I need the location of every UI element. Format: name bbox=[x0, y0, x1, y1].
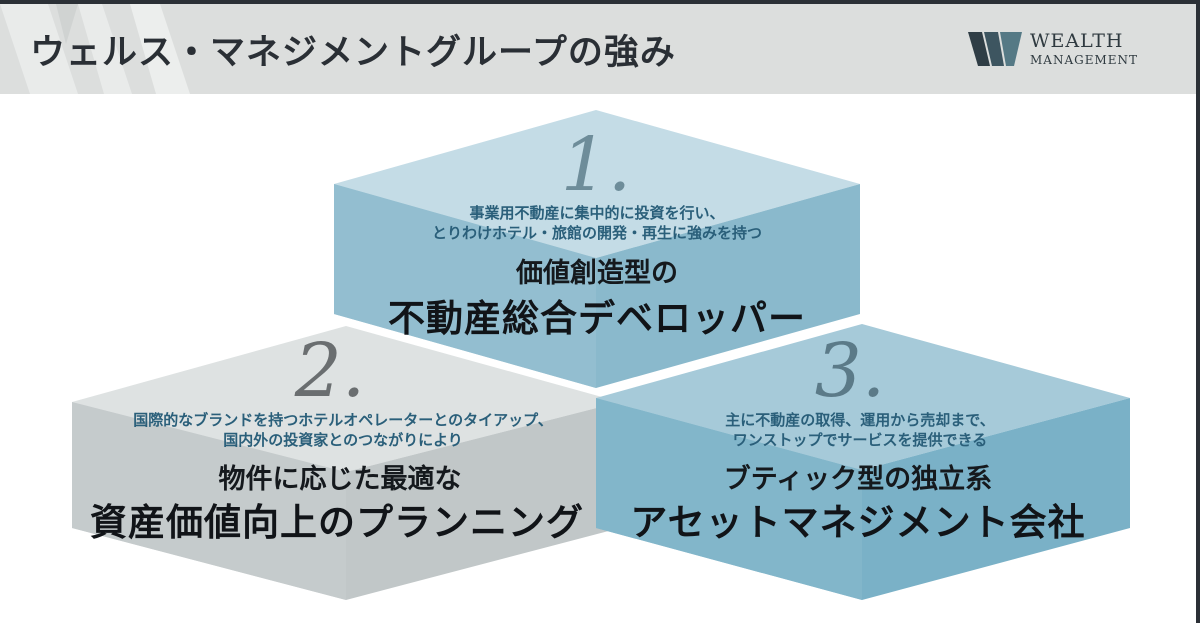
logo-text-management: MANAGEMENT bbox=[1030, 53, 1139, 67]
strength-1-desc-line2: とりわけホテル・旅館の開発・再生に強みを持つ bbox=[431, 224, 763, 242]
strength-2-number: 2. bbox=[294, 328, 366, 414]
page-title: ウェルス・マネジメントグループの強み bbox=[30, 33, 676, 73]
strength-3-subtitle: ブティック型の独立系 bbox=[723, 464, 993, 495]
logo-mark-icon bbox=[968, 32, 1022, 66]
strength-1-subtitle: 価値創造型の bbox=[516, 258, 678, 289]
logo-text-wealth: WEALTH bbox=[1030, 30, 1124, 52]
window-frame-right bbox=[1196, 0, 1200, 623]
strength-2-desc-line1: 国際的なブランドを持つホテルオペレーターとのタイアップ、 bbox=[133, 411, 553, 429]
hexagon-1 bbox=[334, 110, 860, 388]
strength-1-desc-line1: 事業用不動産に集中的に投資を行い、 bbox=[469, 204, 725, 222]
strength-3-number: 3. bbox=[814, 328, 886, 414]
strength-1-description: 事業用不動産に集中的に投資を行い、 とりわけホテル・旅館の開発・再生に強みを持つ bbox=[432, 203, 762, 243]
strength-1-title: 不動産総合デベロッパー bbox=[388, 297, 806, 340]
hexagon-2 bbox=[72, 326, 620, 600]
strength-2-desc-line2: 国内外の投資家とのつながりにより bbox=[223, 431, 463, 449]
strength-3-desc-line1: 主に不動産の取得、運用から売却まで、 bbox=[725, 411, 995, 429]
strength-3-desc-line2: ワンストップでサービスを提供できる bbox=[732, 431, 988, 449]
strength-1-number: 1. bbox=[560, 122, 632, 208]
company-logo: WEALTH MANAGEMENT bbox=[968, 30, 1168, 74]
window-frame-top bbox=[0, 0, 1200, 4]
header-decoration bbox=[0, 4, 190, 94]
strength-3-description: 主に不動産の取得、運用から売却まで、 ワンストップでサービスを提供できる bbox=[725, 410, 994, 450]
strength-2-title: 資産価値向上のプランニング bbox=[90, 501, 584, 544]
header-banner: ウェルス・マネジメントグループの強み WEALTH MANAGEMENT bbox=[0, 4, 1196, 94]
strength-2-description: 国際的なブランドを持つホテルオペレーターとのタイアップ、 国内外の投資家とのつな… bbox=[133, 410, 552, 450]
strength-3-title: アセットマネジメント会社 bbox=[630, 501, 1086, 544]
hexagon-3 bbox=[596, 324, 1130, 600]
strength-2-subtitle: 物件に応じた最適な bbox=[218, 464, 462, 495]
